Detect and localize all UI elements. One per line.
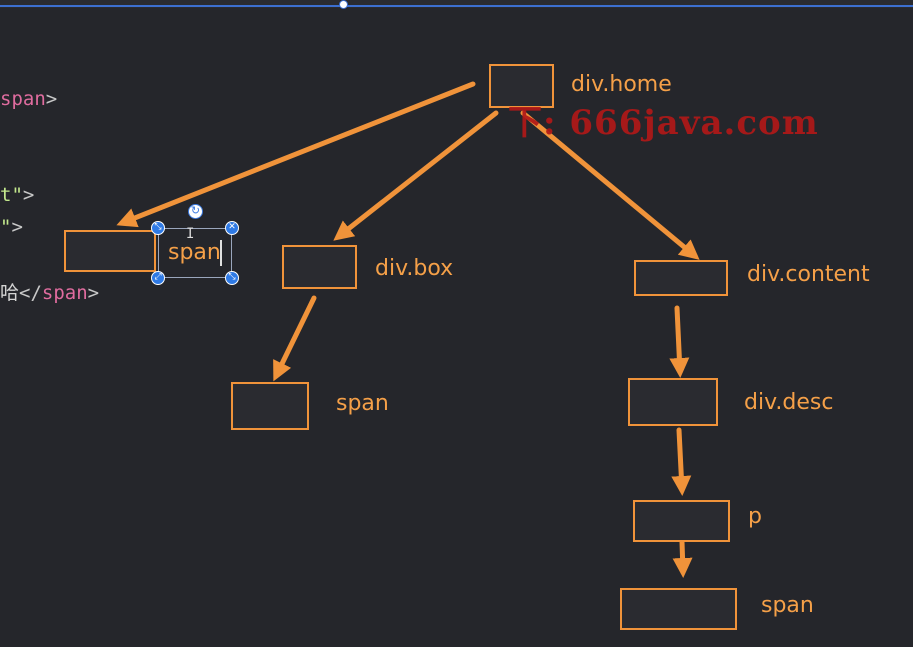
close-icon[interactable]: ✕ bbox=[225, 221, 239, 235]
code-line-2: t"> bbox=[0, 184, 34, 206]
watermark: 下: 666java.com bbox=[508, 103, 819, 143]
rotate-icon[interactable]: ↻ bbox=[188, 204, 203, 219]
edge-home-to-div-box bbox=[333, 110, 499, 241]
top-toolbar-strip bbox=[0, 0, 913, 8]
edge-box-to-span bbox=[273, 295, 317, 382]
resize-icon[interactable]: ⤡ bbox=[151, 221, 165, 235]
resize-icon[interactable]: ⤡ bbox=[225, 271, 239, 285]
label-p: p bbox=[748, 504, 762, 529]
code-punct: > bbox=[22, 184, 35, 206]
text-caret bbox=[220, 240, 222, 266]
node-div-content[interactable] bbox=[634, 260, 728, 296]
code-punct: > bbox=[87, 282, 100, 304]
selected-text-box[interactable] bbox=[158, 228, 232, 278]
node-p[interactable] bbox=[633, 500, 730, 542]
label-span-bottom: span bbox=[761, 593, 814, 618]
label-div-content: div.content bbox=[747, 262, 870, 287]
node-div-desc[interactable] bbox=[628, 378, 718, 426]
label-div-desc: div.desc bbox=[744, 390, 834, 415]
code-punct: </ bbox=[19, 282, 42, 304]
code-tag: span bbox=[0, 88, 46, 110]
node-div-home[interactable] bbox=[489, 64, 554, 108]
guide-line-handle[interactable] bbox=[339, 0, 348, 9]
code-string: t bbox=[0, 184, 12, 206]
ibeam-cursor-icon: I bbox=[186, 226, 195, 242]
node-span-left[interactable] bbox=[64, 230, 156, 272]
label-div-home: div.home bbox=[571, 72, 672, 97]
label-span-left[interactable]: span bbox=[168, 240, 221, 265]
code-quote: " bbox=[0, 216, 12, 238]
code-line-1: span> bbox=[0, 88, 57, 110]
code-line-4: 哈</span> bbox=[0, 282, 99, 304]
code-punct: > bbox=[11, 216, 23, 238]
edge-content-to-desc bbox=[669, 305, 690, 378]
code-line-3: "> bbox=[0, 216, 23, 238]
edge-home-to-span-left bbox=[116, 81, 476, 228]
resize-icon[interactable]: ⤢ bbox=[151, 271, 165, 285]
code-punct: > bbox=[45, 88, 58, 110]
node-span-box-child[interactable] bbox=[231, 382, 309, 430]
node-div-box[interactable] bbox=[282, 245, 357, 289]
label-span-box-child: span bbox=[336, 391, 389, 416]
code-text: 哈 bbox=[0, 282, 20, 304]
label-div-box: div.box bbox=[375, 256, 454, 281]
node-span-bottom[interactable] bbox=[620, 588, 737, 630]
edge-desc-to-p bbox=[671, 427, 692, 496]
code-quote: " bbox=[11, 184, 23, 206]
edge-home-to-div-content bbox=[520, 110, 700, 260]
selection-guide-line bbox=[0, 5, 913, 7]
code-tag: span bbox=[41, 282, 88, 304]
edge-p-to-span bbox=[672, 539, 693, 578]
